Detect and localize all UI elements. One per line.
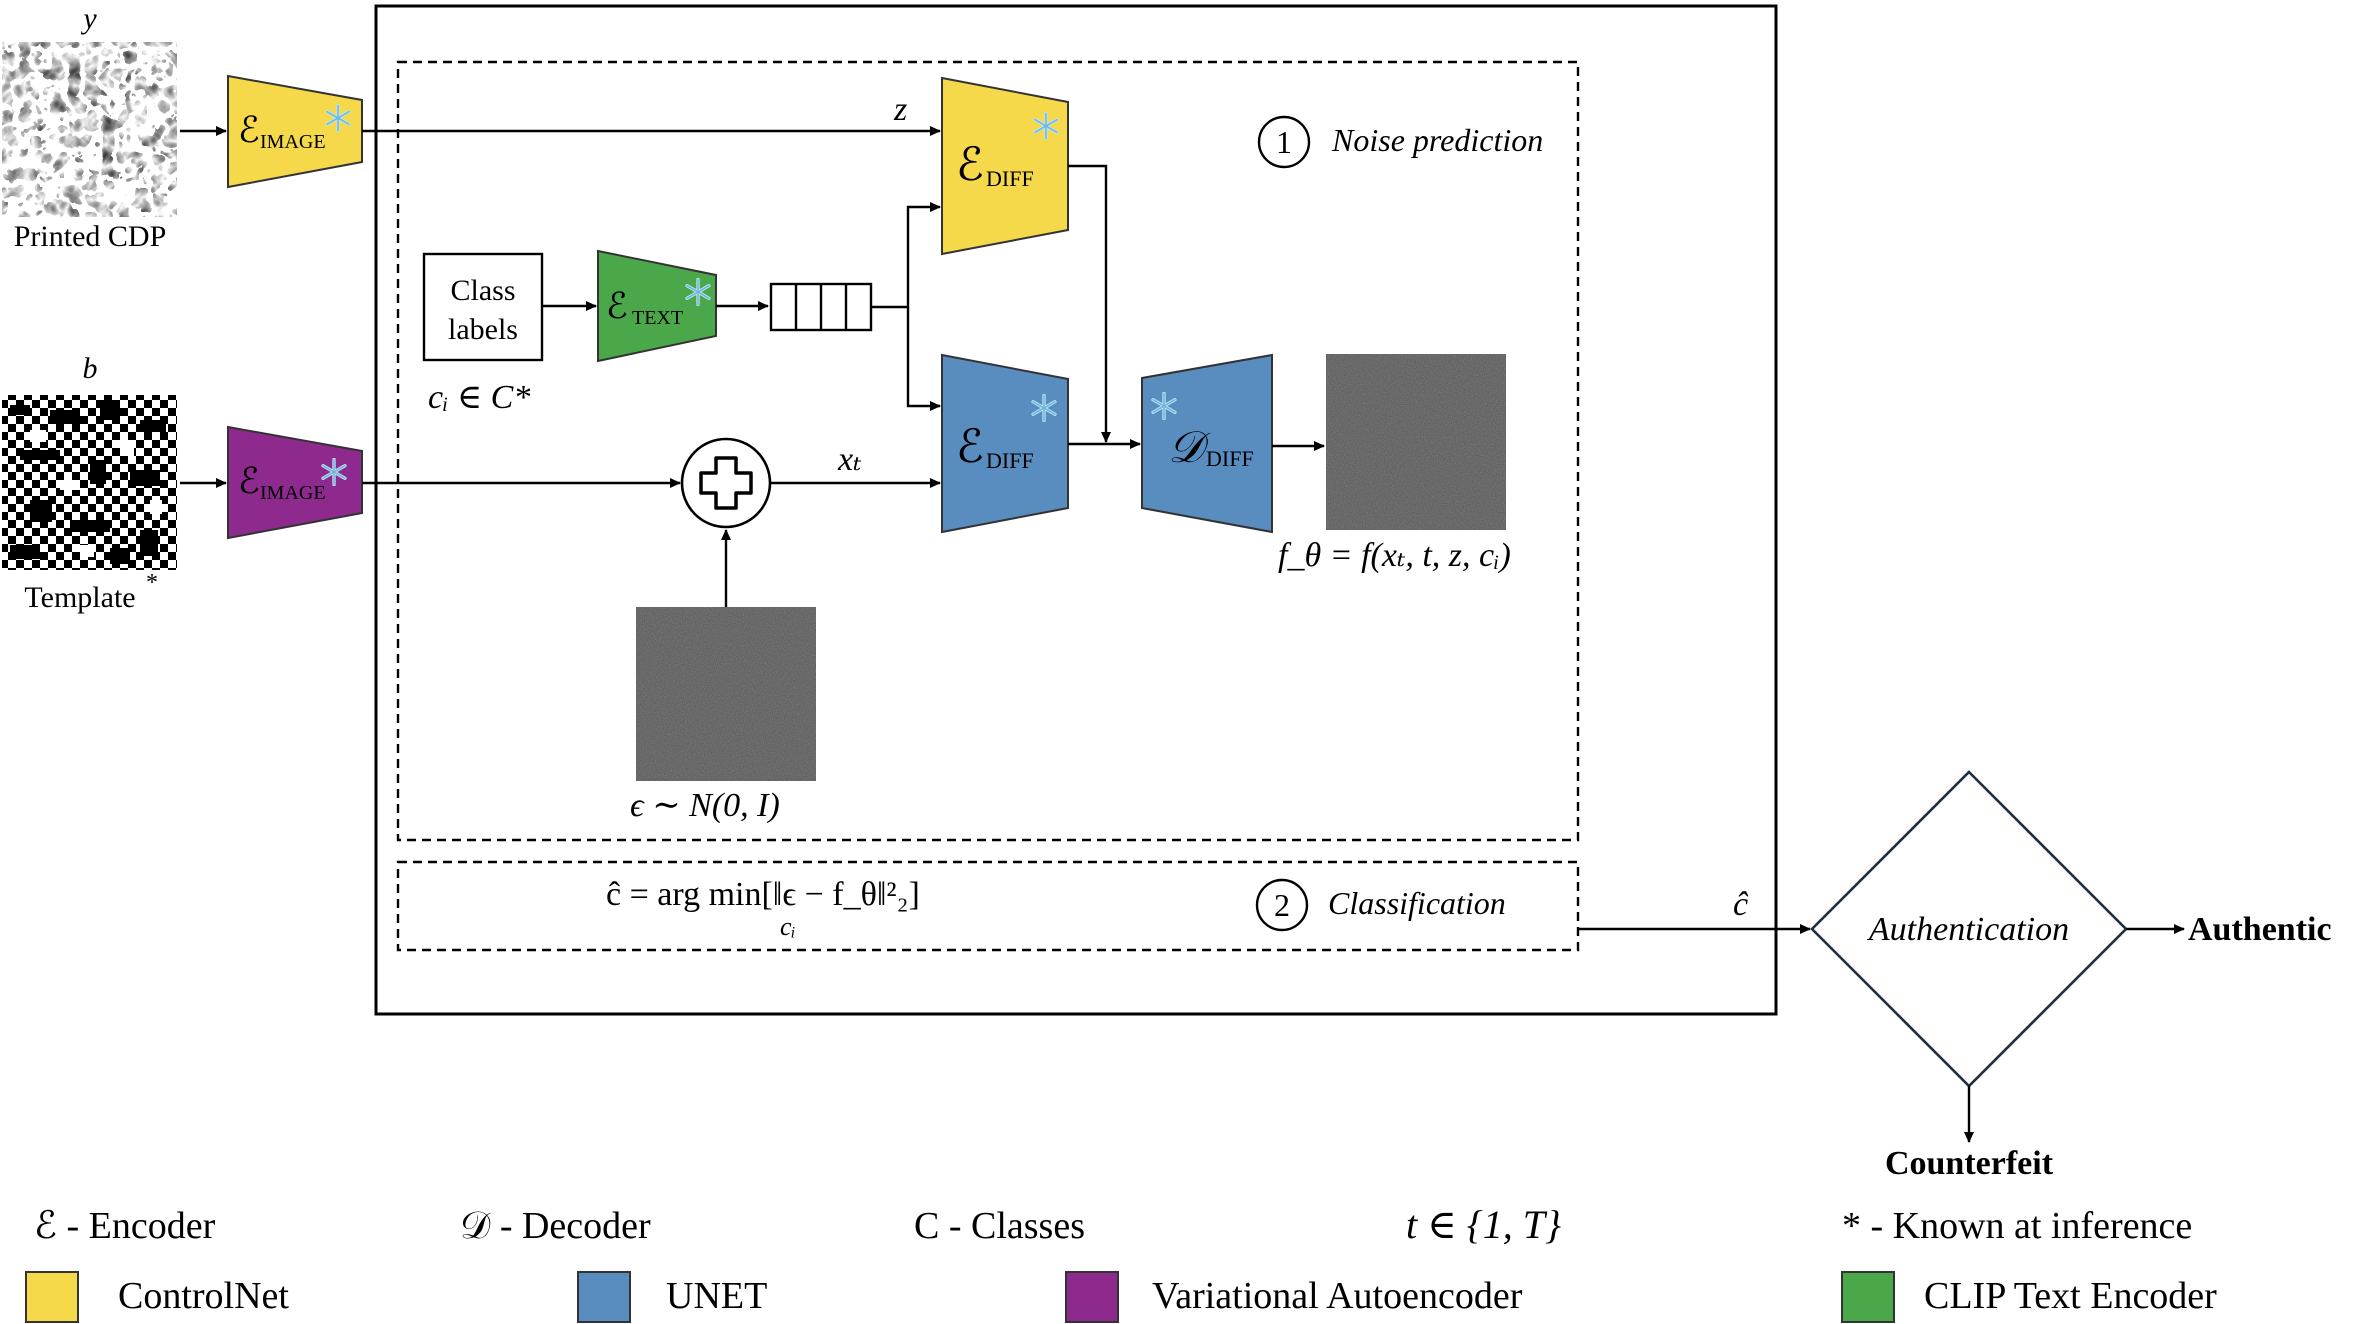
legend-swatch-controlnet: [25, 1271, 79, 1323]
xt-label: xₜ: [837, 441, 862, 478]
classification-region: [396, 860, 1580, 952]
authentic-outcome: Authentic: [2188, 911, 2332, 948]
legend-swatch-clip: [1841, 1271, 1895, 1323]
c-hat-label: ĉ: [1733, 886, 1749, 923]
text-encoder-clip-block: ℰ TEXT: [597, 249, 717, 363]
legend-timesteps: t ∈ {1, T}: [1406, 1202, 1561, 1247]
counterfeit-outcome: Counterfeit: [1885, 1145, 2054, 1182]
class-labels-line2: labels: [448, 313, 518, 346]
z-label: z: [893, 91, 907, 128]
template-symbol: b: [83, 352, 98, 385]
template-image: [2, 395, 177, 570]
predicted-noise-image: [1326, 354, 1506, 530]
classification-formula: ĉ = arg min[‖ϵ − f_θ‖²₂]: [606, 876, 920, 913]
legend-clip: CLIP Text Encoder: [1924, 1275, 2217, 1317]
diff-decoder-unet-block: 𝒟 DIFF: [1141, 353, 1273, 534]
class-labels-line1: Class: [450, 274, 515, 307]
arrow-embedding-to-unet: [906, 307, 941, 411]
legend-known-inference: * - Known at inference: [1842, 1205, 2192, 1247]
sampled-noise-image: [636, 607, 816, 781]
svg-text:IMAGE: IMAGE: [260, 131, 326, 153]
legend-swatch-vae: [1065, 1271, 1119, 1323]
svg-text:DIFF: DIFF: [1206, 446, 1254, 471]
legend-swatch-unet: [577, 1271, 631, 1323]
text-embedding-vector: [769, 282, 873, 332]
template-mark: *: [146, 570, 158, 596]
template-caption: Template: [24, 581, 135, 614]
svg-text:DIFF: DIFF: [986, 166, 1034, 191]
legend: ℰ - Encoder 𝒟 - Decoder C - Classes t ∈ …: [25, 1202, 2217, 1323]
noise-prediction-region: [396, 60, 1580, 842]
image-encoder-vae-block: ℰ IMAGE: [227, 425, 363, 540]
svg-text:TEXT: TEXT: [632, 307, 683, 329]
class-labels-formula: cᵢ ∈ C*: [428, 379, 530, 416]
svg-text:ℰ: ℰ: [238, 110, 260, 150]
class-labels-box: [422, 252, 544, 362]
printed-cdp-caption: Printed CDP: [14, 220, 167, 253]
svg-text:DIFF: DIFF: [986, 448, 1034, 473]
image-encoder-controlnet-block: ℰ IMAGE: [227, 74, 363, 189]
legend-unet: UNET: [666, 1275, 767, 1317]
legend-decoder: 𝒟 - Decoder: [460, 1205, 651, 1247]
printed-cdp-image: [2, 42, 177, 217]
output-function-label: f_θ = f(xₜ, t, z, cᵢ): [1278, 537, 1511, 574]
stage2-number: 2: [1274, 887, 1290, 923]
stage2-title: Classification: [1328, 885, 1506, 921]
legend-controlnet: ControlNet: [118, 1275, 289, 1317]
legend-classes: C - Classes: [914, 1205, 1085, 1247]
legend-encoder: ℰ - Encoder: [34, 1205, 216, 1247]
stage1-number-badge: [1257, 115, 1311, 169]
svg-text:ℰ: ℰ: [956, 421, 984, 472]
add-noise-icon: [680, 437, 772, 529]
noise-distribution-label: ϵ ∼ N(0, I): [630, 787, 780, 824]
stage1-number: 1: [1276, 124, 1292, 160]
authentication-label: Authentication: [1867, 911, 2069, 948]
svg-text:ℰ: ℰ: [956, 139, 984, 190]
arrow-embedding-to-controlnet: [871, 202, 941, 309]
legend-vae: Variational Autoencoder: [1152, 1275, 1523, 1317]
svg-text:IMAGE: IMAGE: [260, 482, 326, 504]
diff-encoder-controlnet-block: ℰ DIFF: [941, 76, 1069, 256]
svg-text:ℰ: ℰ: [606, 286, 628, 326]
pipeline-outer-box: [374, 4, 1778, 1016]
printed-cdp-symbol: y: [80, 2, 97, 35]
classification-formula-sub: cᵢ: [780, 912, 796, 941]
stage1-title: Noise prediction: [1331, 122, 1543, 158]
arrow-controlnet-to-decoder: [1068, 164, 1111, 443]
stage2-number-badge: [1255, 878, 1309, 932]
svg-text:ℰ: ℰ: [238, 461, 260, 501]
diff-encoder-unet-block: ℰ DIFF: [941, 353, 1069, 534]
